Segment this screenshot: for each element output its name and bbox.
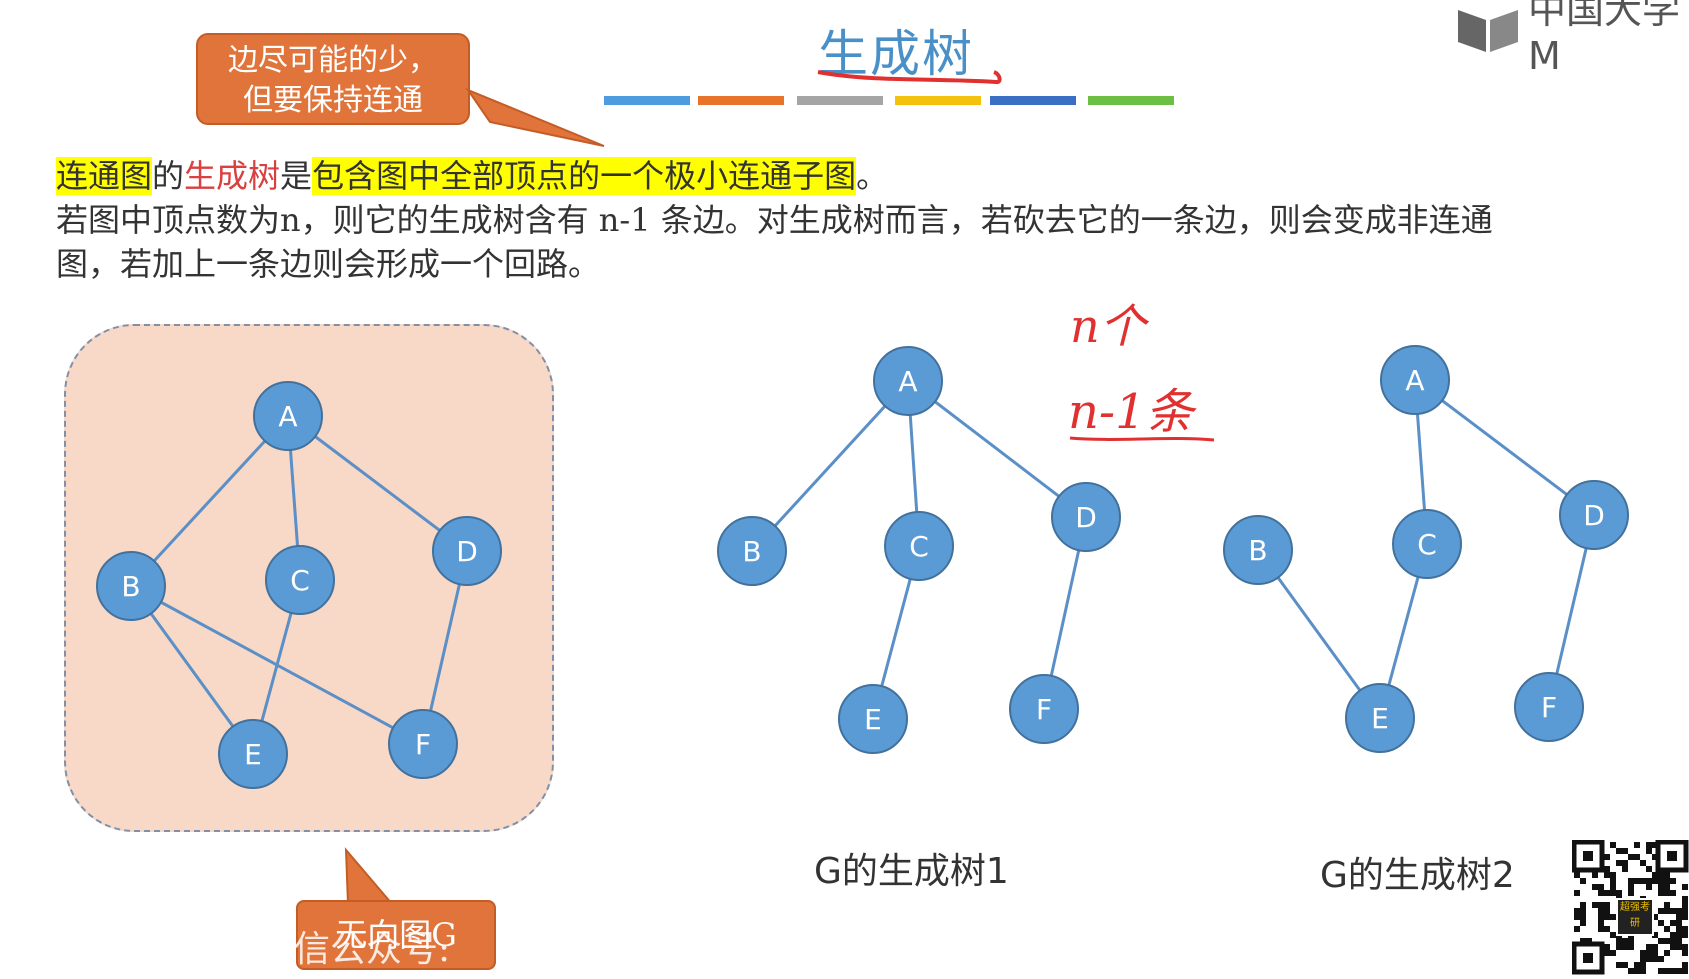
property-line-1: 若图中顶点数为n，则它的生成树含有 n-1 条边。对生成树而言，若砍去它的一条边… (56, 201, 1493, 239)
node-label-tree1-D: D (1075, 501, 1097, 534)
logo-text: 中国大学M (1528, 0, 1681, 78)
node-tree2-F (1514, 672, 1584, 742)
title-bar-4 (895, 96, 981, 105)
node-label-tree1-B: B (742, 535, 761, 568)
node-label-G-D: D (456, 535, 478, 568)
callout-pointer (465, 87, 605, 147)
node-label-tree1-F: F (1036, 693, 1052, 726)
title-bar-1 (604, 96, 690, 105)
edge-tree2-A-D (1414, 378, 1595, 517)
title-bar-5 (990, 96, 1076, 105)
handwritten-underline (1069, 436, 1215, 442)
property-line-2: 图，若加上一条边则会形成一个回路。 (56, 245, 601, 283)
definition-highlight: 包含图中全部顶点的一个极小连通子图 (312, 157, 857, 195)
node-G-B (96, 551, 166, 621)
node-label-tree1-C: C (909, 530, 929, 563)
node-tree2-C (1392, 509, 1462, 579)
node-label-tree2-C: C (1417, 528, 1437, 561)
handwritten-n-vertices: n个 (1070, 299, 1146, 353)
graph-tree2: A B C D E F (1223, 345, 1629, 753)
title-bar-6 (1088, 96, 1174, 105)
node-label-G-E: E (244, 738, 262, 771)
graph-tree1: A B C D E F (717, 346, 1121, 754)
caption-tree-2: G的生成树2 (1320, 855, 1515, 896)
callout-line-2: 但要保持连通 (243, 83, 423, 118)
node-tree2-E (1345, 683, 1415, 753)
text-end: 。 (856, 157, 889, 195)
graph-G: A B C D E F (96, 381, 502, 789)
edge-G-A-D (287, 414, 468, 553)
qr-code[interactable]: 超强考研 (1571, 839, 1689, 975)
qr-badge: 超强考研 (1616, 898, 1654, 936)
term-spanning-tree: 生成树 (184, 157, 281, 195)
node-label-tree1-A: A (898, 365, 917, 398)
callout-g-pointer (344, 847, 395, 905)
node-G-E (218, 719, 288, 789)
title-bar-2 (698, 96, 784, 105)
callout-line-1: 边尽可能的少， (228, 43, 438, 78)
caption-tree-1: G的生成树1 (814, 851, 1009, 892)
title-bar-3 (797, 96, 883, 105)
node-tree2-D (1559, 480, 1629, 550)
node-tree2-A (1380, 345, 1450, 415)
node-label-G-C: C (290, 564, 310, 597)
book-icon (1456, 6, 1520, 52)
callout-fewest-edges: 边尽可能的少， 但要保持连通 (196, 33, 470, 125)
definition-paragraph: 连通图的生成树是包含图中全部顶点的一个极小连通子图。 (56, 154, 1656, 198)
node-G-D (432, 516, 502, 586)
node-tree1-A (873, 346, 943, 416)
watermark-text: 信公众号: (294, 929, 451, 970)
edge-tree1-A-B (750, 379, 910, 553)
node-tree1-B (717, 516, 787, 586)
node-label-tree2-F: F (1541, 691, 1557, 724)
node-tree1-C (884, 511, 954, 581)
node-label-G-F: F (415, 728, 431, 761)
edge-G-A-B (129, 414, 290, 588)
text-de: 的 (152, 157, 185, 195)
node-G-A (253, 381, 323, 451)
title-underline (817, 70, 1002, 85)
slide-title: 生成树 (818, 25, 974, 83)
node-label-G-A: A (278, 400, 297, 433)
node-G-C (265, 545, 335, 615)
node-tree2-B (1223, 515, 1293, 585)
node-label-tree2-E: E (1371, 702, 1389, 735)
node-tree1-F (1009, 674, 1079, 744)
callout-g-label: 无向图G (335, 916, 457, 954)
node-label-tree2-A: A (1405, 364, 1424, 397)
text-shi: 是 (280, 157, 313, 195)
node-label-tree2-D: D (1583, 499, 1605, 532)
node-tree1-E (838, 684, 908, 754)
node-label-tree1-E: E (864, 703, 882, 736)
mooc-logo: 中国大学M (1456, 0, 1689, 78)
node-label-G-B: B (121, 570, 140, 603)
handwritten-n-minus-1-edges: n-1条 (1068, 384, 1194, 440)
edge-tree1-A-D (907, 379, 1087, 519)
node-tree1-D (1051, 482, 1121, 552)
term-connected-graph: 连通图 (56, 157, 153, 195)
node-label-tree2-B: B (1248, 534, 1267, 567)
node-G-F (388, 709, 458, 779)
callout-undirected-graph-g: 无向图G (296, 900, 496, 970)
